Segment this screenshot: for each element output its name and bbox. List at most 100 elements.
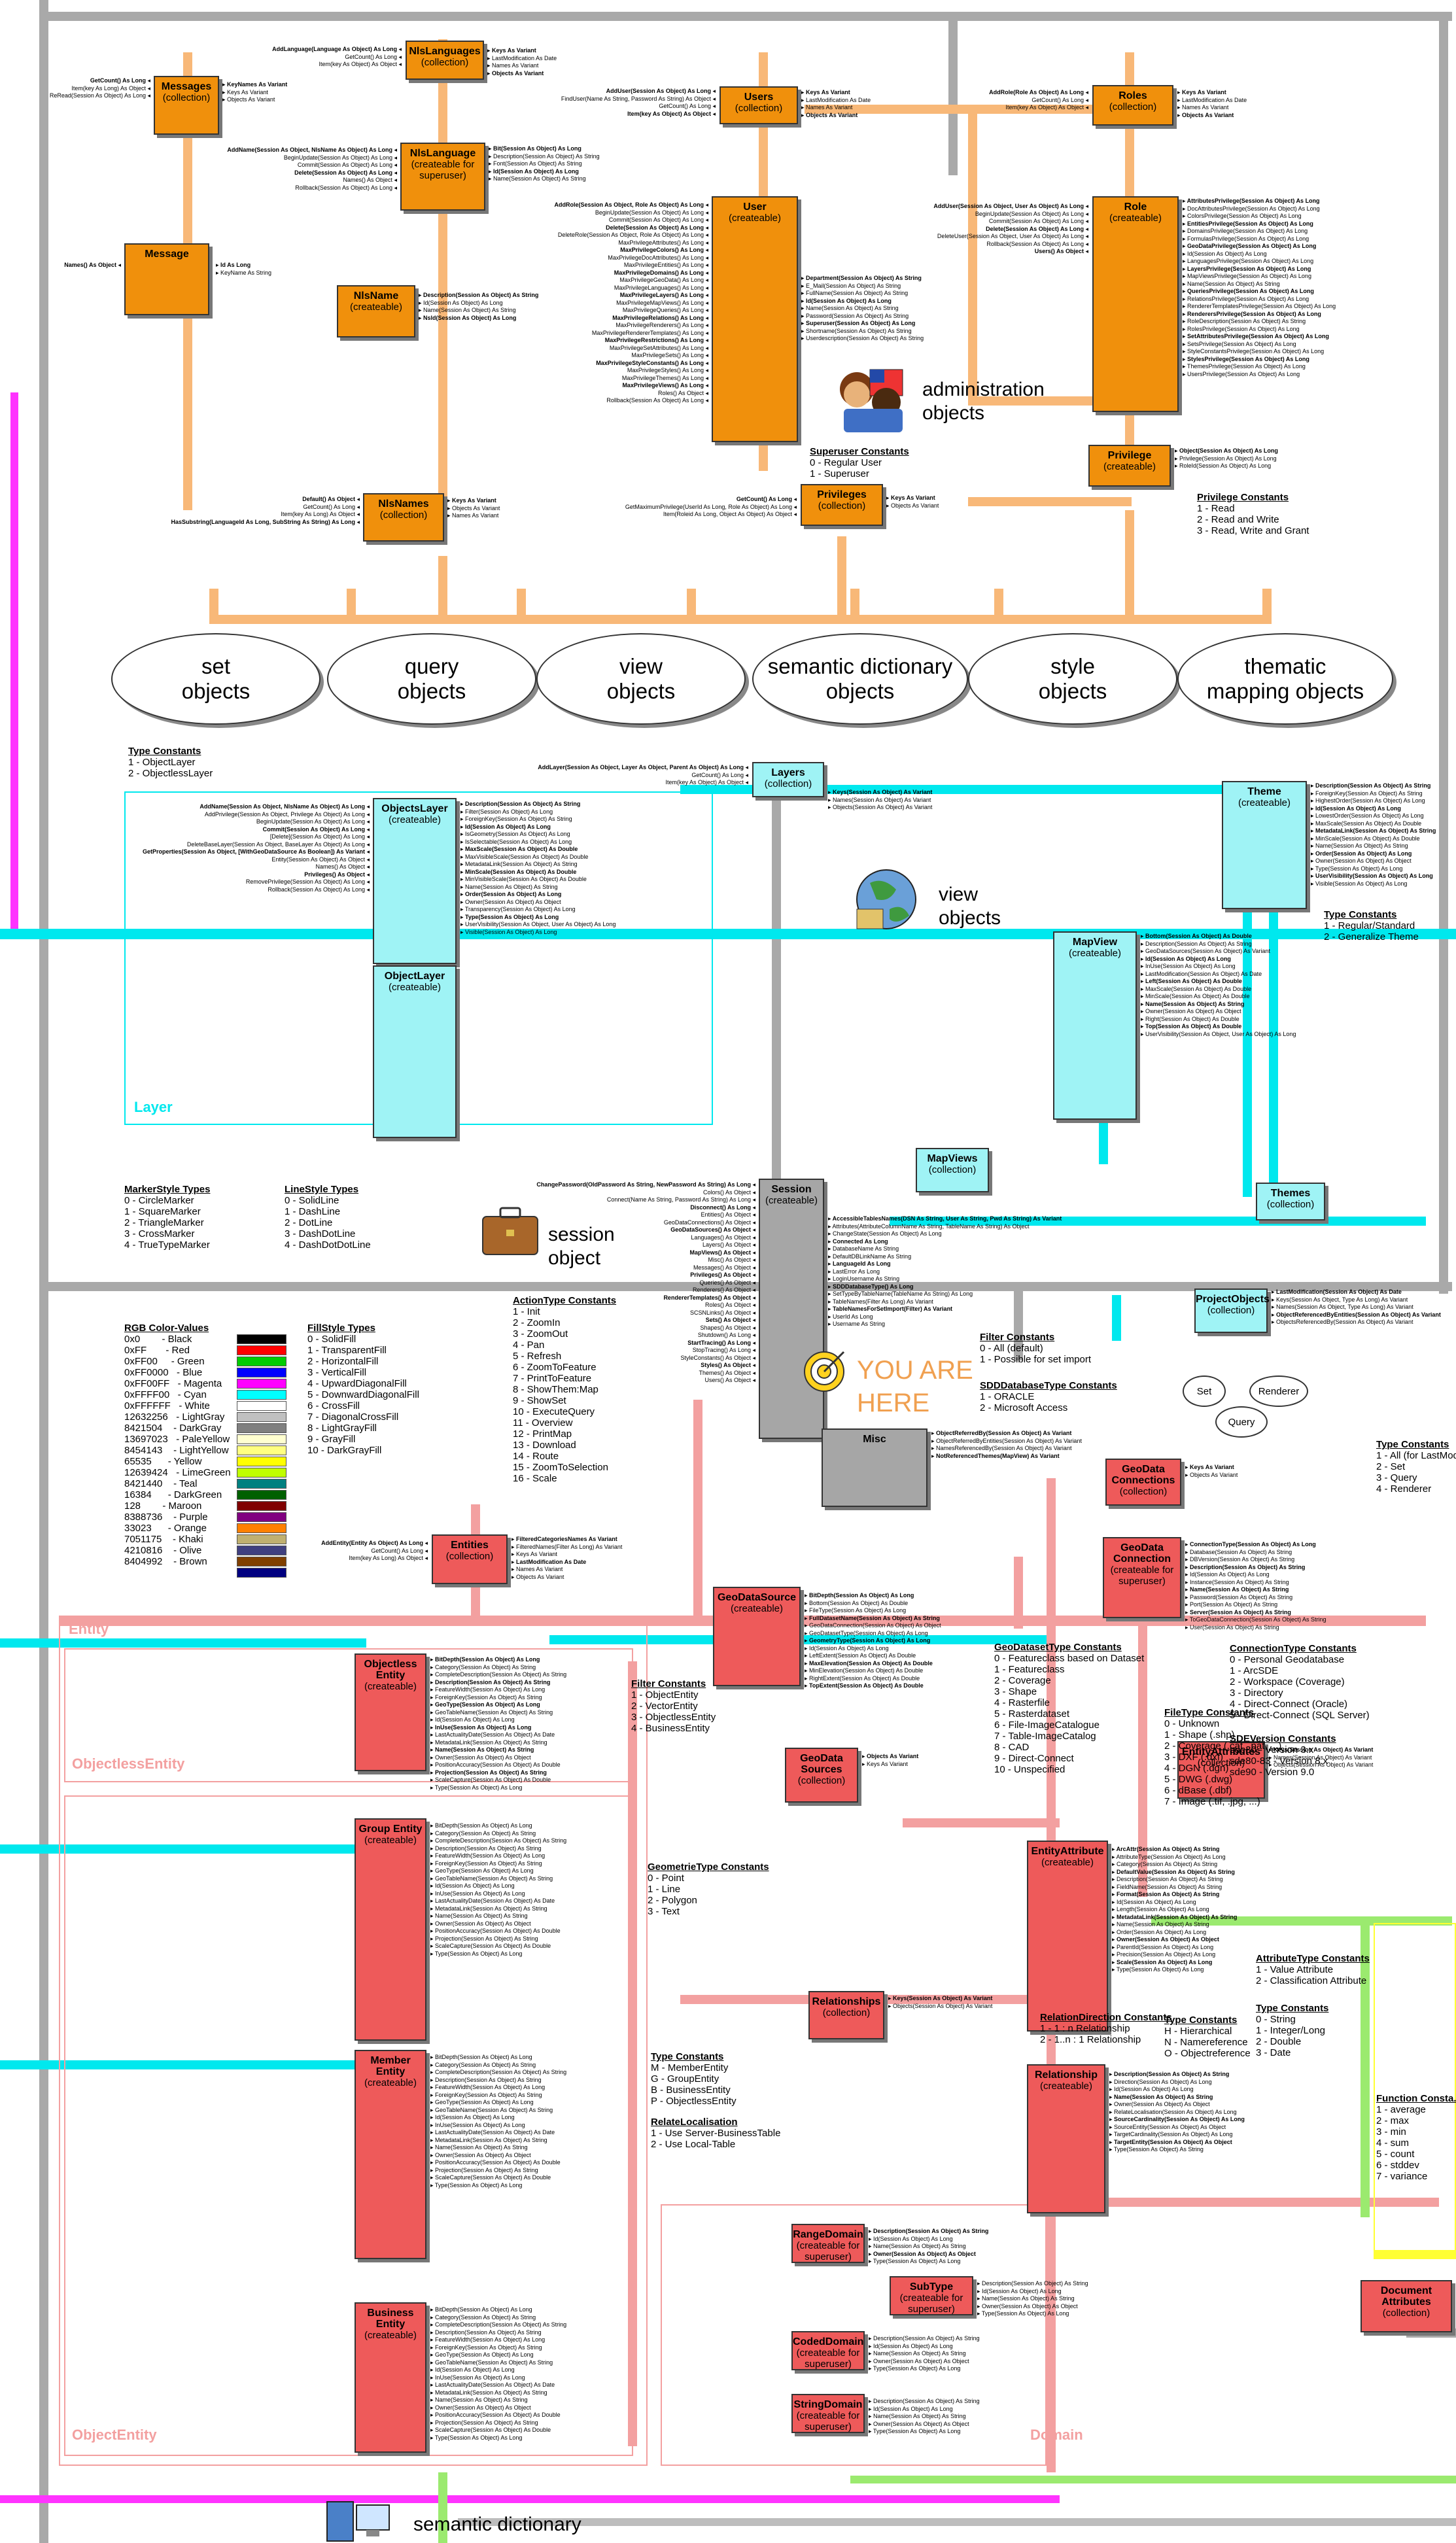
theme_r-item: ▸ Owner(Session As Object) As Object [1311,857,1412,864]
geodatasource-box[interactable]: GeoDataSource(createable) [713,1587,801,1686]
roles-title: Roles [1118,90,1147,101]
subtype-title: SubType [909,2281,954,2292]
privileges-title: Privileges [817,489,867,500]
objectlayer-box[interactable]: ObjectLayer(createable) [373,965,457,1138]
entityattributes-box[interactable]: EntityAttributes(collection) [1177,1741,1265,1799]
entities-box[interactable]: Entities(collection) [432,1534,508,1584]
objectless-section [64,1648,633,1782]
fillstyle-legend-item: 3 - VerticalFill [307,1367,367,1378]
nislang_r-item: ▸ Description(Session As Object) As Stri… [489,152,600,160]
documentattributes-box[interactable]: Document Attributes(collection) [1361,2280,1452,2332]
geodatasource_r-item: ▸ Bottom(Session As Object) As Double [805,1599,909,1606]
markerstyle-legend-item: 1 - SquareMarker [124,1206,201,1217]
roles-box[interactable]: Roles(collection) [1092,85,1173,126]
codeddomain-box[interactable]: CodedDomain(createable for superuser) [791,2331,865,2370]
theme_r-item: ▸ UserVisibility(Session As Object) As L… [1311,873,1433,879]
function-legend-item: 3 - min [1376,2126,1406,2137]
session-subtitle: (createable) [765,1195,818,1206]
role-box[interactable]: Role(createable) [1092,196,1179,412]
messages-box[interactable]: Messages(collection) [154,76,219,135]
themes-box[interactable]: Themes(collection) [1256,1183,1325,1220]
user_l-item: MaxPrivilegeDomains() As Long ◂ [614,269,708,276]
user_l-item: MaxPrivilegeGeoData() As Long ◂ [619,277,708,283]
layer_type-legend-item: 2 - ObjectlessLayer [128,768,213,779]
actiontype-legend-item: 12 - PrintMap [513,1428,572,1440]
domain-prop-0: ▸ Name(Session As Object) As String [977,2295,1075,2302]
entattr_r-item: ▸ Length(Session As Object) As Long [1112,1906,1209,1912]
mapviews-box[interactable]: MapViews(collection) [916,1148,989,1192]
types_entity-legend-title: Type Constants [651,2051,724,2062]
privilege-title: Privilege [1107,450,1152,461]
olayer_l-item: GetProperties(Session As Object, [WithGe… [142,848,370,855]
nislanguages-box[interactable]: NlsLanguages(collection) [406,41,484,80]
memberentity-box[interactable]: Member Entity(createable) [355,2050,426,2259]
geodataconnection_r-item: ▸ Password(Session As Object) As String [1185,1593,1293,1600]
session-box[interactable]: Session(createable) [759,1179,824,1439]
relationships_r-item: ▸ Objects(Session As Object) As Variant [888,2002,993,2009]
filetype-legend-item: 0 - Unknown [1164,1718,1220,1729]
privs_r-item: ▸ Keys As Variant [886,494,935,501]
relationships-box[interactable]: Relationships(collection) [808,1991,884,2039]
target-icon [801,1349,847,1394]
computer-icon [321,2499,392,2543]
privileges-box[interactable]: Privileges(collection) [801,484,883,526]
role_r-item: ▸ DomainsPrivilege(Session As Object) As… [1183,228,1308,234]
ole_r-item: ▸ InUse(Session As Object) As Long [430,1723,532,1731]
users-box[interactable]: Users(collection) [719,86,798,124]
geodatasource_r-item: ▸ Id(Session As Object) As Long [805,1644,889,1652]
user_l-item: MaxPrivilegeLayers() As Long ◂ [619,292,708,298]
projectobjects-box[interactable]: ProjectObjects(collection) [1194,1289,1270,1333]
geodataconnections-box[interactable]: GeoData Connections(collection) [1105,1459,1181,1506]
projectobjects-title: ProjectObjects [1196,1294,1270,1305]
relationship_r-item: ▸ Type(Session As Object) As String [1109,2146,1204,2153]
groupentity-prop: ▸ GeoType(Session As Object) As Long [430,1867,534,1874]
nislanguage-box[interactable]: NlsLanguage(createable for superuser) [400,143,485,211]
semantic-dictionary-footer: semantic dictionary [413,2514,581,2535]
geodataset-legend-item: 10 - Unspecified [994,1764,1066,1775]
relationships_r-item: ▸ Keys(Session As Object) As Variant [888,1995,993,2001]
subtype-box[interactable]: SubType(createable for superuser) [890,2276,973,2315]
objectslayer-subtitle: (createable) [388,814,442,825]
nisnames-box[interactable]: NlsNames(collection) [363,493,444,542]
mapview-box[interactable]: MapView(createable) [1053,931,1137,1120]
olayer_r-item: ▸ MetadataLink(Session As Object) As Str… [460,861,578,867]
geodataconnection-box[interactable]: GeoData Connection(createable for superu… [1103,1537,1181,1618]
objectlessentity-box[interactable]: Objectless Entity(createable) [355,1653,426,1771]
groupentity-prop: ▸ Description(Session As Object) As Stri… [430,1844,542,1852]
businessentity-box[interactable]: Business Entity(createable) [355,2302,426,2453]
privs_l-item: Item(Roleid As Long, Object As Object) A… [663,511,797,517]
session_l-item: ChangePassword(OldPassword As String, Ne… [536,1181,755,1188]
groupentity-box[interactable]: Group Entity(createable) [355,1818,426,2041]
user-box[interactable]: User(createable) [712,196,798,442]
theme-box[interactable]: Theme(createable) [1222,781,1307,909]
objectslayer-box[interactable]: ObjectsLayer(createable) [373,798,457,964]
layers-box[interactable]: Layers(collection) [752,762,824,797]
attrtype-legend-item: 1 - Value Attribute [1256,1964,1334,1975]
stringdomain-box[interactable]: StringDomain(createable for superuser) [791,2394,865,2433]
nislangs_l-item: Item(key As Object) As Object ◂ [319,61,402,67]
rgb-legend-item: 8454143 - LightYellow [124,1445,229,1456]
documentattributes-title: Document Attributes [1380,2285,1432,2308]
olayer_l-item: Names() As Object ◂ [315,863,370,870]
businessentity-prop: ▸ BitDepth(Session As Object) As Long [430,2306,532,2313]
entityattribute-box[interactable]: EntityAttribute(createable) [1027,1841,1108,2032]
attrtype-legend-item: 2 - Classification Attribute [1256,1975,1367,1986]
misc-box[interactable]: Misc [822,1428,927,1507]
olayer_l-item: DeleteBaseLayer(Session As Object, BaseL… [186,840,370,848]
relationship-box[interactable]: Relationship(createable) [1027,2064,1105,2213]
message-box[interactable]: Message [124,243,209,315]
businessentity-prop: ▸ Owner(Session As Object) As Object [430,2404,531,2411]
nislang_l-item: Rollback(Session As Object) As Long ◂ [295,184,397,191]
filter2-legend-item: 2 - VectorEntity [631,1701,698,1712]
entityattributes-subtitle: (collection) [1197,1757,1245,1769]
privilege-box[interactable]: Privilege(createable) [1088,445,1171,487]
rangedomain-box[interactable]: RangeDomain(createable for superuser) [791,2224,865,2263]
misc_r-item: ▸ ObjectReferredBy(Session As Object) As… [931,1430,1072,1436]
geodatasources-box[interactable]: GeoData Sources(collection) [785,1748,858,1803]
nisname-box[interactable]: NlsName(createable) [337,285,415,337]
types_entity-legend-item: G - GroupEntity [651,2073,719,2085]
